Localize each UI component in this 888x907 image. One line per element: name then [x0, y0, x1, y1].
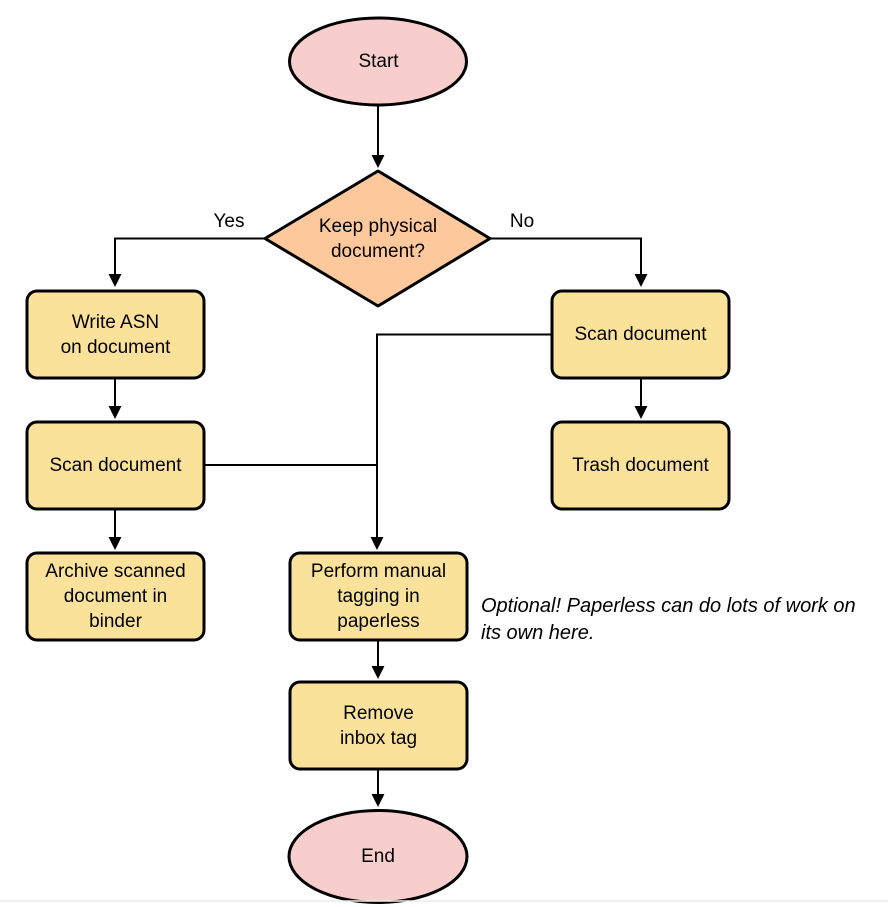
scan-left-node-shape — [25, 420, 206, 511]
scan-right-node-shape — [550, 289, 731, 380]
edge-label-yes: Yes — [213, 210, 245, 232]
edge-label-no: No — [509, 210, 535, 232]
start-node-shape — [288, 16, 468, 107]
archive-node-shape — [25, 551, 206, 642]
connector-scan-right-to-tagging — [370, 333, 552, 550]
connector-decision-yes-to-write-asn — [108, 237, 265, 287]
connector-decision-no-to-scan-right — [490, 237, 648, 287]
end-node-shape — [287, 809, 469, 904]
tagging-node-shape — [288, 551, 469, 642]
remove-inbox-node-shape — [288, 680, 469, 771]
decision-node-shape — [263, 169, 492, 308]
optional-note: Optional! Paperless can do lots of work … — [481, 595, 856, 644]
write-asn-node-shape — [25, 289, 206, 380]
trash-node-shape — [550, 420, 731, 511]
